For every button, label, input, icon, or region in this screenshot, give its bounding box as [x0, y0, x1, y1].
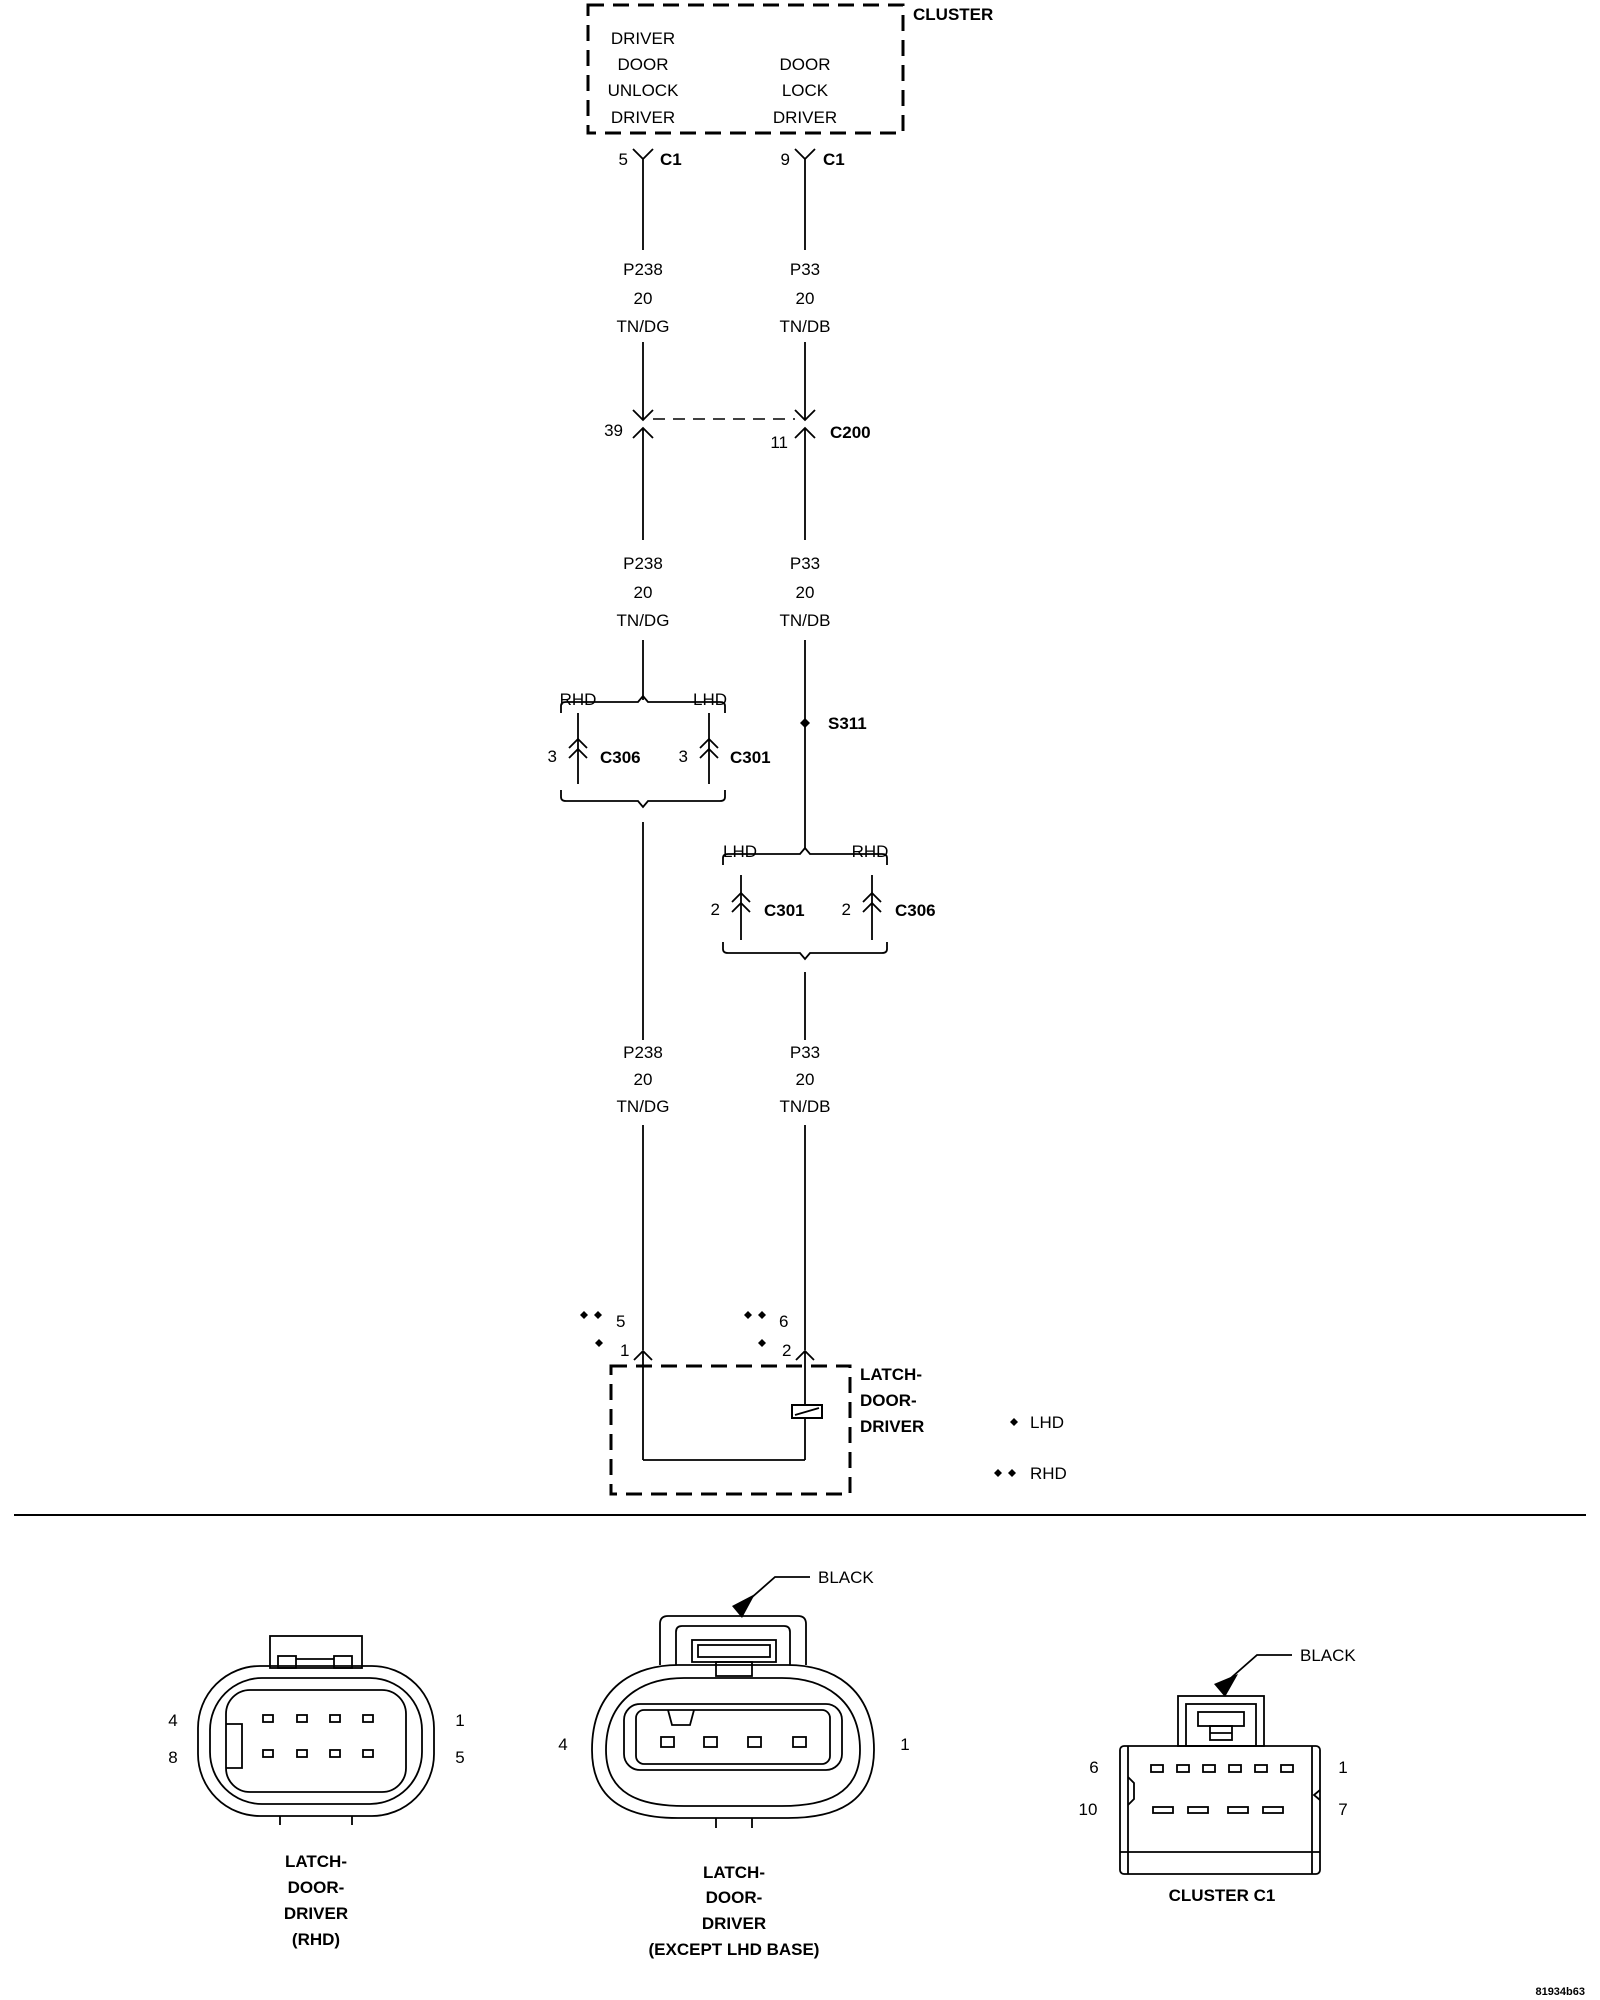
cluster-unlock-label-2: DOOR: [618, 55, 669, 74]
cluster-face-pin-7: 7: [1338, 1800, 1347, 1819]
s311-splice-dot: [800, 718, 810, 728]
cluster-face-label: CLUSTER C1: [1169, 1886, 1276, 1905]
latch-label-2: DOOR-: [860, 1391, 917, 1410]
c200-pin-39: 39: [604, 421, 623, 440]
cluster-module: CLUSTER DRIVER DOOR UNLOCK DRIVER DOOR L…: [586, 3, 993, 135]
cluster-unlock-label-4: DRIVER: [611, 108, 675, 127]
left-branch-connectors: RHD LHD 3 C306 3 C301: [548, 640, 771, 1040]
right-branch-lhd: LHD: [723, 842, 757, 861]
latch-pin-2: 2: [782, 1341, 791, 1360]
wire-circuit-p238: P238: [623, 260, 663, 279]
connector-face-latch-base: BLACK 4 1 LATCH- DOOR- DRIVER (EXCEPT LH…: [558, 1568, 909, 1959]
wire-gauge-left: 20: [634, 289, 653, 308]
cluster-face-pin-10: 10: [1079, 1800, 1098, 1819]
c1-pin-9: 9: [781, 150, 790, 169]
rhd-face-label-2: DOOR-: [288, 1878, 345, 1897]
latch-pin-1: 1: [620, 1341, 629, 1360]
legend: LHD RHD: [994, 1413, 1067, 1483]
cluster-lock-label-2: LOCK: [782, 81, 829, 100]
c301-pin-3: 3: [679, 747, 688, 766]
cluster-unlock-label-1: DRIVER: [611, 29, 675, 48]
c200-pin-11: 11: [770, 433, 788, 452]
c1-label-left: C1: [660, 150, 682, 169]
cluster-unlock-label-3: UNLOCK: [608, 81, 680, 100]
c306-pin-3: 3: [548, 747, 557, 766]
rhd-face-pin-4: 4: [168, 1711, 177, 1730]
cluster-face-pin-1: 1: [1338, 1758, 1347, 1777]
c1-label-right: C1: [823, 150, 845, 169]
wire-color-tn-dg: TN/DG: [617, 317, 670, 336]
rhd-face-pin-5: 5: [455, 1748, 464, 1767]
right-branch-connectors: S311 LHD RHD 2 C301 2 C306: [711, 640, 936, 1040]
base-face-label-3: DRIVER: [702, 1914, 766, 1933]
cluster-face-pin-6: 6: [1089, 1758, 1098, 1777]
left-branch-rhd: RHD: [560, 690, 597, 709]
c1-connector: 5 C1 9 C1: [619, 148, 845, 250]
c306-pin-2: 2: [842, 900, 851, 919]
s311-label: S311: [828, 714, 867, 733]
latch-door-driver-module: LATCH- DOOR- DRIVER: [609, 1364, 924, 1496]
wire-circuit-p238: P238: [623, 1043, 663, 1062]
c306-label: C306: [600, 748, 641, 767]
pointer-arrow-icon: [1214, 1674, 1238, 1697]
rhd-face-label-1: LATCH-: [285, 1852, 347, 1871]
left-branch-lhd: LHD: [693, 690, 727, 709]
latch-label-1: LATCH-: [860, 1365, 922, 1384]
latch-pin-6: 6: [779, 1312, 788, 1331]
rhd-face-pin-8: 8: [168, 1748, 177, 1767]
latch-pin-labels: 5 1 6 2: [580, 1311, 815, 1460]
wire-color-tn-db: TN/DB: [780, 611, 831, 630]
cluster-face-color: BLACK: [1300, 1646, 1356, 1665]
rhd-face-label-4: (RHD): [292, 1930, 340, 1949]
base-face-label-4: (EXCEPT LHD BASE): [649, 1940, 820, 1959]
c301-pin-2: 2: [711, 900, 720, 919]
connector-face-latch-rhd: 4 1 8 5 LATCH- DOOR- DRIVER (RHD): [168, 1635, 465, 1949]
cluster-lock-label-3: DRIVER: [773, 108, 837, 127]
c301-label: C301: [730, 748, 771, 767]
right-branch-rhd: RHD: [852, 842, 889, 861]
wire-circuit-p238: P238: [623, 554, 663, 573]
wire-circuit-p33: P33: [790, 554, 820, 573]
legend-rhd: RHD: [1030, 1464, 1067, 1483]
base-face-label-2: DOOR-: [706, 1888, 763, 1907]
figure-id: 81934b63: [1535, 1986, 1585, 1998]
base-face-label-1: LATCH-: [703, 1863, 765, 1882]
c200-connector: 39 11 C200: [604, 409, 871, 540]
rhd-face-pin-1: 1: [455, 1711, 464, 1730]
wire-labels-segment-2: P238 20 TN/DG P33 20 TN/DB: [617, 554, 831, 630]
wire-gauge-left: 20: [634, 1070, 653, 1089]
wire-gauge-left: 20: [634, 583, 653, 602]
wire-labels-segment-1: P238 20 TN/DG P33 20 TN/DB: [617, 260, 831, 336]
wire-gauge-right: 20: [796, 583, 815, 602]
base-face-pin-4: 4: [558, 1735, 567, 1754]
wire-color-tn-dg: TN/DG: [617, 1097, 670, 1116]
wire-gauge-right: 20: [796, 1070, 815, 1089]
cluster-title: CLUSTER: [913, 5, 993, 24]
c1-pin-5: 5: [619, 150, 628, 169]
base-face-pin-1: 1: [900, 1735, 909, 1754]
wire-circuit-p33: P33: [790, 260, 820, 279]
wire-color-tn-db: TN/DB: [780, 1097, 831, 1116]
wire-labels-segment-3: P238 20 TN/DG P33 20 TN/DB: [617, 1043, 831, 1116]
connector-face-cluster-c1: BLACK 6 1 10 7 CLUSTER C1: [1079, 1646, 1357, 1905]
wire-color-tn-dg: TN/DG: [617, 611, 670, 630]
wire-gauge-right: 20: [796, 289, 815, 308]
base-face-color: BLACK: [818, 1568, 874, 1587]
legend-lhd: LHD: [1030, 1413, 1064, 1432]
latch-pin-5: 5: [616, 1312, 625, 1331]
c306-label: C306: [895, 901, 936, 920]
c200-label: C200: [830, 423, 871, 442]
latch-label-3: DRIVER: [860, 1417, 924, 1436]
rhd-face-label-3: DRIVER: [284, 1904, 348, 1923]
c301-label: C301: [764, 901, 805, 920]
wire-circuit-p33: P33: [790, 1043, 820, 1062]
cluster-lock-label-1: DOOR: [780, 55, 831, 74]
wire-color-tn-db: TN/DB: [780, 317, 831, 336]
